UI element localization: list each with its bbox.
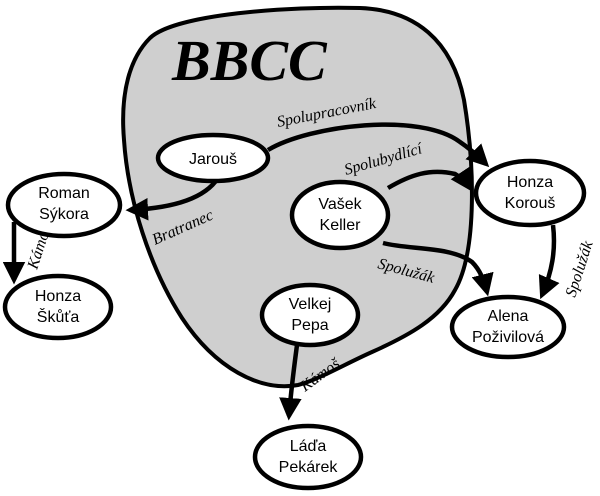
- node-alena-line1: Alena: [488, 308, 529, 325]
- node-lada-pekarek: Láďa Pekárek: [252, 423, 364, 491]
- node-lada-line1: Láďa: [290, 438, 327, 455]
- node-roman-line1: Roman: [38, 185, 90, 202]
- node-honza-skuta: Honza Škůťa: [2, 273, 114, 341]
- node-vasek-line1: Vašek: [318, 196, 362, 213]
- node-alena-line2: Poživilová: [472, 329, 544, 346]
- node-vasek-line2: Keller: [320, 217, 362, 234]
- node-honza-k-line2: Korouš: [505, 195, 556, 212]
- region-title: BBCC: [171, 28, 328, 93]
- node-jarous: Jarouš: [155, 132, 271, 184]
- node-vasek-keller: Vašek Keller: [289, 179, 391, 251]
- edge-spoluzak-honza-alena: [538, 224, 560, 300]
- node-velkej-line2: Pepa: [291, 317, 328, 334]
- edge-label-spoluzak-honza: Spolužák: [563, 238, 597, 299]
- edge-spolubydlici: [386, 166, 473, 192]
- node-honza-s-line2: Škůťa: [37, 307, 80, 326]
- edge-spoluzak-vasek-alena: [382, 240, 494, 297]
- node-velkej-pepa: Velkej Pepa: [259, 282, 361, 348]
- node-honza-korous: Honza Korouš: [473, 158, 587, 228]
- edge-bratranec: [125, 176, 220, 221]
- node-alena-pozivilova: Alena Poživilová: [449, 294, 567, 360]
- edge-kamos-velkej: [279, 344, 302, 421]
- node-velkej-line1: Velkej: [289, 296, 332, 313]
- node-honza-s-line1: Honza: [35, 288, 81, 305]
- edge-spolupracovnik: [266, 122, 490, 168]
- node-roman-line2: Sýkora: [39, 206, 89, 223]
- node-honza-k-line1: Honza: [507, 174, 553, 191]
- node-lada-line2: Pekárek: [279, 459, 339, 476]
- node-roman-sykora: Roman Sýkora: [5, 171, 123, 239]
- node-jarous-label: Jarouš: [189, 151, 237, 168]
